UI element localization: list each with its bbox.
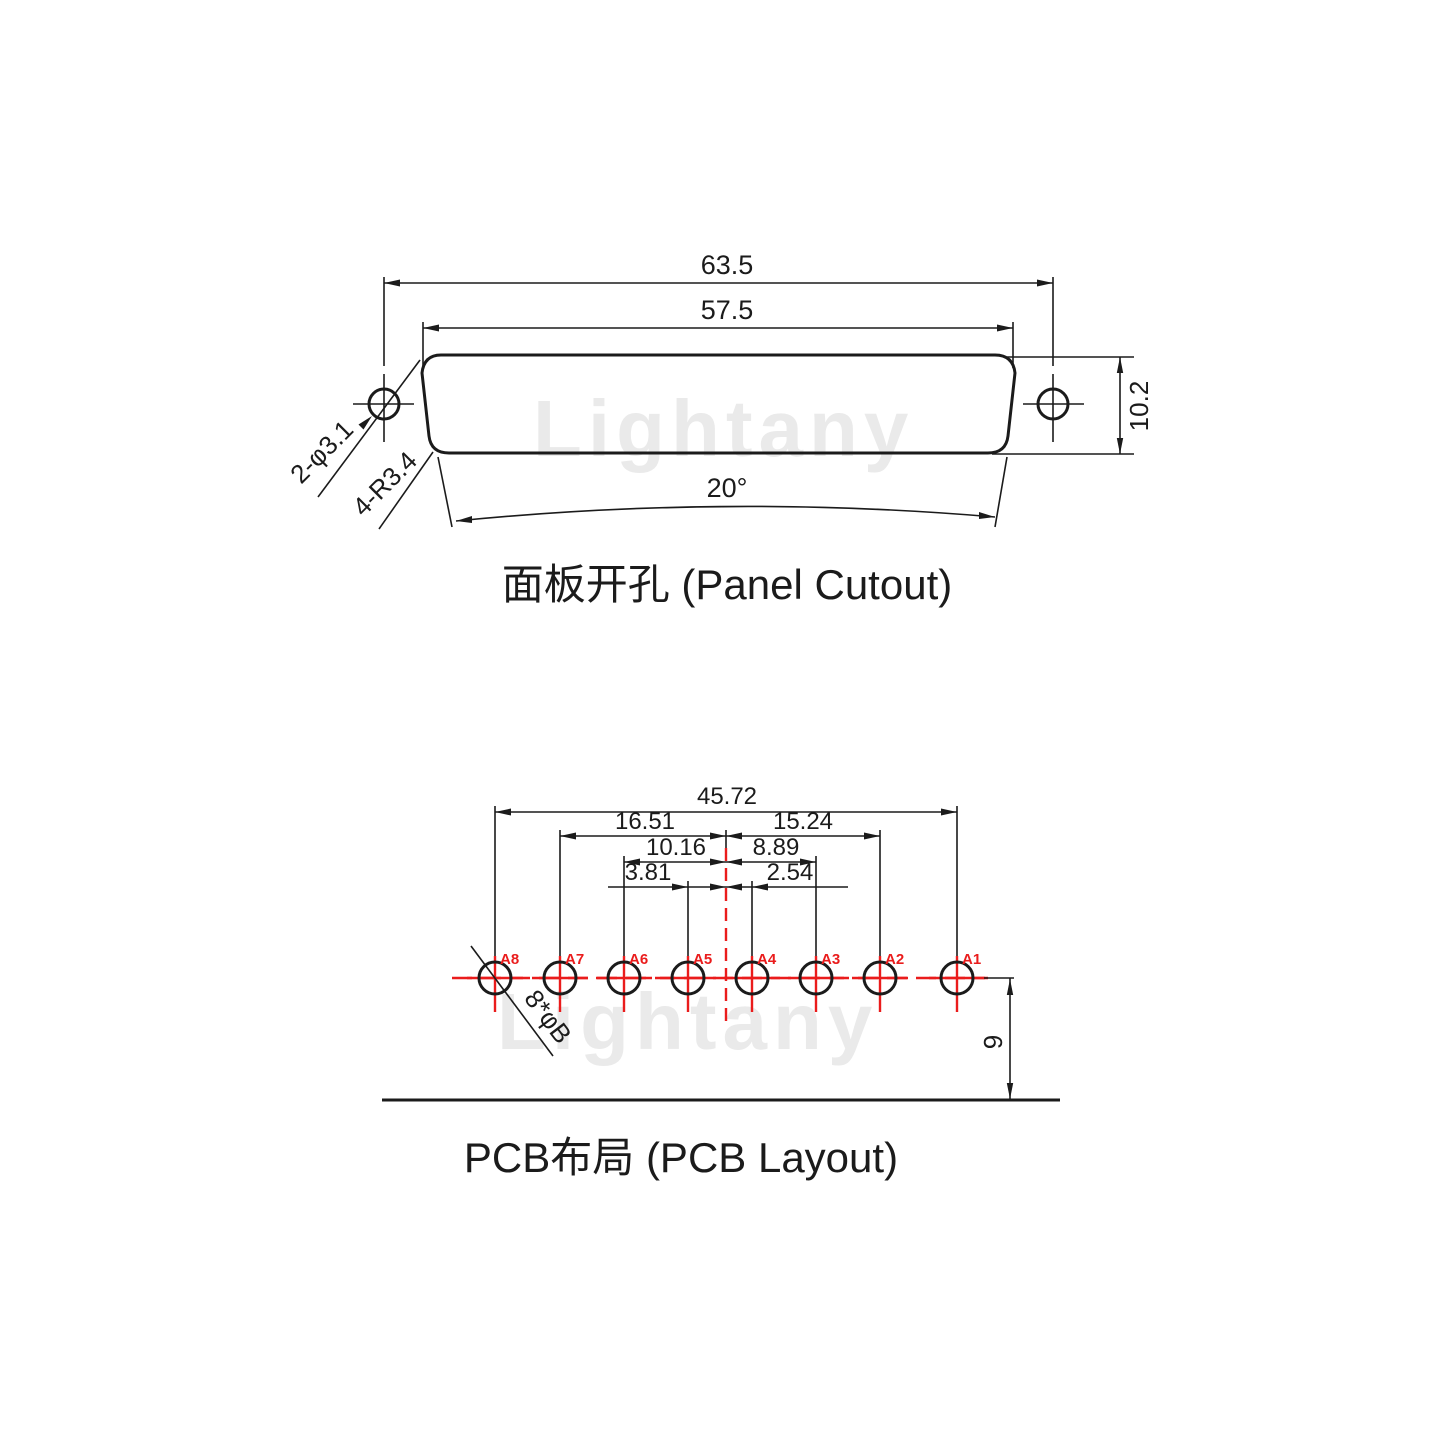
arrowhead-up	[1006, 979, 1014, 995]
pin-a4: A4	[724, 951, 780, 1012]
arrowhead-left	[495, 808, 511, 816]
pin-a1: A1	[929, 951, 985, 1012]
dim-cutout-width-value: 57.5	[701, 295, 754, 325]
pin-a5: A5	[660, 951, 716, 1012]
pin-hole-circle	[862, 960, 898, 996]
pin-label: A7	[565, 951, 584, 968]
dim-left-outer-value: 16.51	[615, 808, 675, 835]
dim-left-mid-value: 10.16	[646, 834, 706, 861]
arrowhead-down	[1116, 438, 1124, 454]
pin-a3: A3	[788, 951, 844, 1012]
cutout-outline	[420, 353, 1017, 455]
dim-outer-width: 63.5	[383, 250, 1054, 366]
arrowhead-right	[1037, 279, 1053, 287]
dim-row-inner: 3.81 2.54	[608, 859, 848, 891]
dim-cutout-height: 10.2	[992, 356, 1154, 455]
dim-edge-distance: 9	[978, 977, 1014, 1100]
pin-hole-circle	[734, 960, 770, 996]
extension-lines	[494, 806, 958, 956]
watermark-text-top: Lightany	[533, 384, 914, 473]
dim-edge-distance-value: 9	[978, 1035, 1008, 1049]
pin-hole-circle	[477, 960, 513, 996]
angle-dimension: 20°	[437, 456, 1008, 528]
pin-label: A8	[500, 951, 519, 968]
arrowhead-right	[941, 808, 957, 816]
pin-label: A4	[757, 951, 777, 968]
panel-cutout-title: 面板开孔 (Panel Cutout)	[502, 561, 952, 608]
arrowhead-down	[1006, 1083, 1014, 1099]
pin-a7: A7	[532, 951, 588, 1012]
pin-a6: A6	[596, 951, 652, 1012]
dim-right-outer-value: 15.24	[773, 808, 833, 835]
pin-hole-circle	[606, 960, 642, 996]
mounting-hole-right-circle	[1036, 387, 1070, 421]
pin-label: A5	[693, 951, 712, 968]
pcb-layout-title: PCB布局 (PCB Layout)	[464, 1134, 898, 1181]
corner-radius-callout: 4-R3.4	[346, 445, 434, 530]
pin-hole-circle	[542, 960, 578, 996]
pin-label: A3	[821, 951, 840, 968]
pin-hole-circle	[670, 960, 706, 996]
dim-cutout-width: 57.5	[422, 295, 1014, 368]
pin-label: A1	[962, 951, 981, 968]
dim-left-inner-value: 3.81	[625, 859, 672, 886]
dim-row-outer: 16.51 15.24	[560, 808, 880, 840]
arrowhead-up	[1116, 357, 1124, 373]
dim-total-span: 45.72	[495, 783, 957, 816]
dim-total-span-value: 45.72	[697, 783, 757, 810]
dim-outer-width-value: 63.5	[701, 250, 754, 280]
dim-row-mid: 10.16 8.89	[624, 834, 816, 866]
pin-hole-circle	[939, 960, 975, 996]
arc-arrowhead-right	[979, 512, 995, 519]
arrowhead-left	[384, 279, 400, 287]
dim-right-inner-value: 2.54	[767, 859, 814, 886]
hole-diameter-label: 2-φ3.1	[284, 414, 359, 489]
mounting-hole-left-circle	[367, 387, 401, 421]
pin-a2: A2	[852, 951, 908, 1012]
dim-right-mid-value: 8.89	[753, 834, 800, 861]
pin-hole-circle	[798, 960, 834, 996]
mounting-hole-right	[1023, 374, 1084, 442]
leader-arrowhead	[358, 416, 372, 430]
dim-cutout-height-value: 10.2	[1124, 381, 1154, 432]
pin-label: A6	[629, 951, 648, 968]
pin-a8: A8	[467, 951, 523, 1012]
angle-value: 20°	[707, 473, 748, 503]
arrowhead-left	[423, 324, 439, 332]
arc-arrowhead-left	[456, 516, 472, 523]
arrowhead-right	[997, 324, 1013, 332]
pin-label: A2	[885, 951, 904, 968]
